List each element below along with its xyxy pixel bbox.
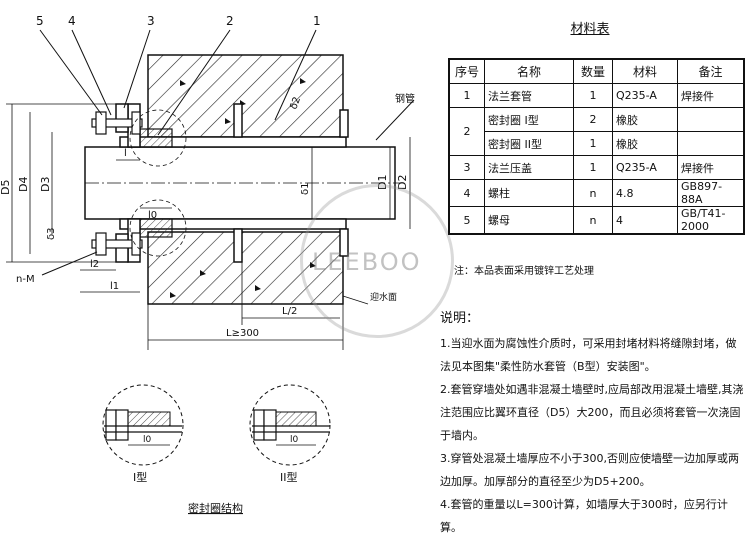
- gland-upper: [115, 103, 129, 133]
- seal-2-l0: l0: [290, 435, 299, 445]
- cell-name: 密封圈 II型: [484, 131, 574, 156]
- seal-ring-upper: [139, 128, 173, 148]
- cell-name: 螺柱: [484, 179, 574, 207]
- cell-mat: Q235-A: [612, 83, 678, 108]
- dim-delta3: δ3: [46, 228, 57, 240]
- cell-note: [677, 107, 745, 132]
- cell-mat: Q235-A: [612, 155, 678, 180]
- col-note: 备注: [677, 58, 745, 84]
- cell-name: 密封圈 I型: [484, 107, 574, 132]
- table-row: 3 法兰压盖 1 Q235-A 焊接件: [448, 155, 745, 180]
- cell-no: 2: [448, 107, 485, 156]
- pipe-label: 钢管: [395, 92, 415, 105]
- sleeve-installation-drawing: 5 4 3 2 1 钢管 n-M D5 D4 D3 δ3 D1 D2 δ1 δ2…: [0, 14, 415, 515]
- cell-qty: 1: [573, 131, 613, 156]
- cell-mat: 4.8: [612, 179, 678, 207]
- cell-mat: 4: [612, 206, 678, 235]
- cell-qty: 1: [573, 155, 613, 180]
- cell-no: 1: [448, 83, 485, 108]
- cell-qty: n: [573, 179, 613, 207]
- table-row: 1 法兰套管 1 Q235-A 焊接件: [448, 83, 745, 108]
- stud-bolt-upper: [91, 111, 143, 135]
- cell-name: 法兰压盖: [484, 155, 574, 180]
- col-no: 序号: [448, 58, 485, 84]
- cell-note: GB897-88A: [677, 179, 745, 207]
- leader-1: 1: [313, 14, 321, 28]
- seal-1-l0: l0: [143, 435, 152, 445]
- dim-delta1: δ1: [300, 183, 311, 195]
- col-mat: 材料: [612, 58, 678, 84]
- materials-title: 材料表: [570, 22, 610, 37]
- list-item: 1.当迎水面为腐蚀性介质时，可采用封堵材料将缝隙封堵，做法见本图集"柔性防水套管…: [440, 337, 737, 373]
- seal-ring-lower: [139, 218, 173, 238]
- dim-D4: D4: [17, 177, 30, 192]
- table-row: 2 密封圈 I型 2 橡胶: [448, 107, 745, 156]
- wall-upper: [147, 54, 344, 138]
- stud-bolt-lower: [91, 232, 143, 256]
- dim-l0: l0: [148, 210, 157, 221]
- seal-detail-type-1: [102, 384, 184, 466]
- seal-type-1-label: I型: [133, 470, 147, 484]
- explanation-list: 1.当迎水面为腐蚀性介质时，可采用封堵材料将缝隙封堵，做法见本图集"柔性防水套管…: [440, 332, 746, 539]
- watermark-ring: [300, 184, 454, 338]
- leader-3: 3: [147, 14, 155, 28]
- cell-no: 5: [448, 206, 485, 235]
- cell-qty: 2: [573, 107, 613, 132]
- leader-4: 4: [68, 14, 76, 28]
- col-qty: 数量: [573, 58, 613, 84]
- list-item: 2.套管穿墙处如遇非混凝土墙壁时,应局部改用混凝土墙壁,其浇注范围应比翼环直径（…: [440, 383, 744, 442]
- leader-lines: [39, 29, 415, 276]
- cell-name: 螺母: [484, 206, 574, 235]
- seal-type-2-label: II型: [280, 470, 298, 484]
- list-item: 3.穿管处混凝土墙厚应不小于300,否则应使墙壁一边加厚或两边加厚。加厚部分的直…: [440, 452, 739, 488]
- left-dimensions: [6, 103, 128, 263]
- nut-count-label: n-M: [16, 274, 35, 285]
- materials-note: 注：本品表面采用镀锌工艺处理: [454, 266, 594, 277]
- cell-no: 4: [448, 179, 485, 207]
- cell-no: 3: [448, 155, 485, 180]
- leader-2: 2: [226, 14, 234, 28]
- flange-sleeve-upper: [119, 136, 347, 148]
- watermark: LEEBOO: [312, 248, 422, 276]
- cell-mat: 橡胶: [612, 107, 678, 132]
- list-item: 4.套管的重量以L=300计算，如墙厚大于300时，应另行计算。: [440, 498, 728, 534]
- wing-ring-lower: [233, 228, 243, 263]
- table-row: 5 螺母 n 4 GB/T41-2000: [448, 206, 745, 235]
- dim-l2: l2: [90, 259, 99, 270]
- table-row: 密封圈 II型 1 橡胶: [449, 131, 745, 156]
- dim-L-min: L≥300: [226, 328, 259, 339]
- materials-table: 序号 名称 数量 材料 备注 1 法兰套管 1 Q235-A 焊接件 2 密封圈…: [448, 58, 745, 235]
- dim-l: l: [124, 148, 127, 159]
- cell-note: [677, 131, 745, 156]
- dim-L-half: L/2: [282, 306, 297, 317]
- materials-header: 序号 名称 数量 材料 备注: [448, 58, 745, 84]
- dim-l1: l1: [110, 281, 119, 292]
- cell-note: 焊接件: [677, 155, 745, 180]
- cell-qty: n: [573, 206, 613, 235]
- wing-ring-upper: [233, 103, 243, 138]
- table-row: 4 螺柱 n 4.8 GB897-88A: [448, 179, 745, 207]
- cell-note: 焊接件: [677, 83, 745, 108]
- dim-D2: D2: [396, 175, 409, 190]
- seal-detail-type-2: [249, 384, 331, 466]
- cell-note: GB/T41-2000: [677, 206, 745, 235]
- explanation-title: 说明：: [440, 311, 480, 326]
- leader-5: 5: [36, 14, 44, 28]
- seal-structure-title: 密封圈结构: [188, 501, 243, 515]
- col-name: 名称: [484, 58, 574, 84]
- cell-qty: 1: [573, 83, 613, 108]
- dim-delta2: δ2: [288, 96, 303, 111]
- dim-D3: D3: [39, 177, 52, 192]
- dim-D5: D5: [0, 180, 12, 195]
- cell-name: 法兰套管: [484, 83, 574, 108]
- cell-mat: 橡胶: [612, 131, 678, 156]
